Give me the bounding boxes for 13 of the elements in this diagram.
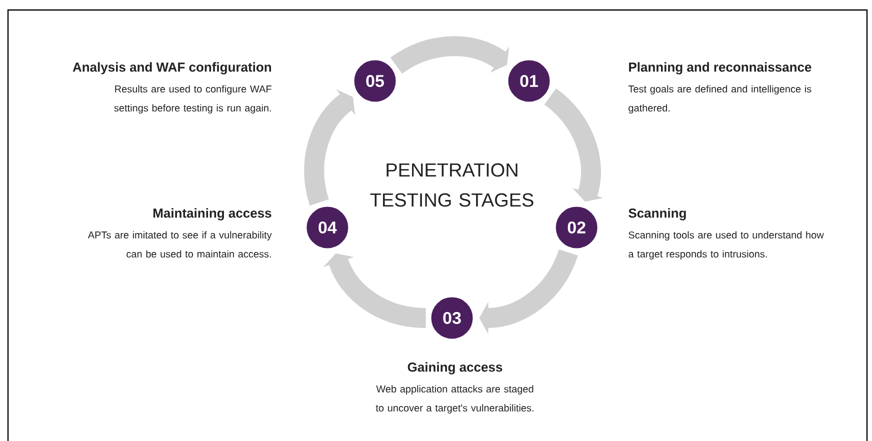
stage-heading: Scanning (628, 208, 686, 220)
stage-description: Web application attacks are staged to uncover a target's vulnerabilities. (376, 385, 534, 414)
stage-description: Test goals are defined and intelligence is gathered. (628, 85, 812, 114)
stage-description: Results are used to configure WAF settings before testing is run again. (114, 85, 272, 114)
ring-arrow (390, 36, 510, 74)
stage-heading: Analysis and WAF configuration (72, 62, 271, 74)
ring-arrow (479, 248, 578, 334)
stage-description: APTs are imitated to see if a vulnerability can be used to maintain access. (88, 231, 272, 258)
stage-heading: Gaining access (408, 362, 502, 374)
center-title: PENETRATION TESTING STAGES (370, 163, 534, 207)
stage-description: Scanning tools are used to understand how a target responds to intrusions. (628, 231, 824, 260)
stage-heading: Maintaining access (153, 208, 272, 220)
stage-heading: Planning and reconnaissance (629, 62, 812, 74)
